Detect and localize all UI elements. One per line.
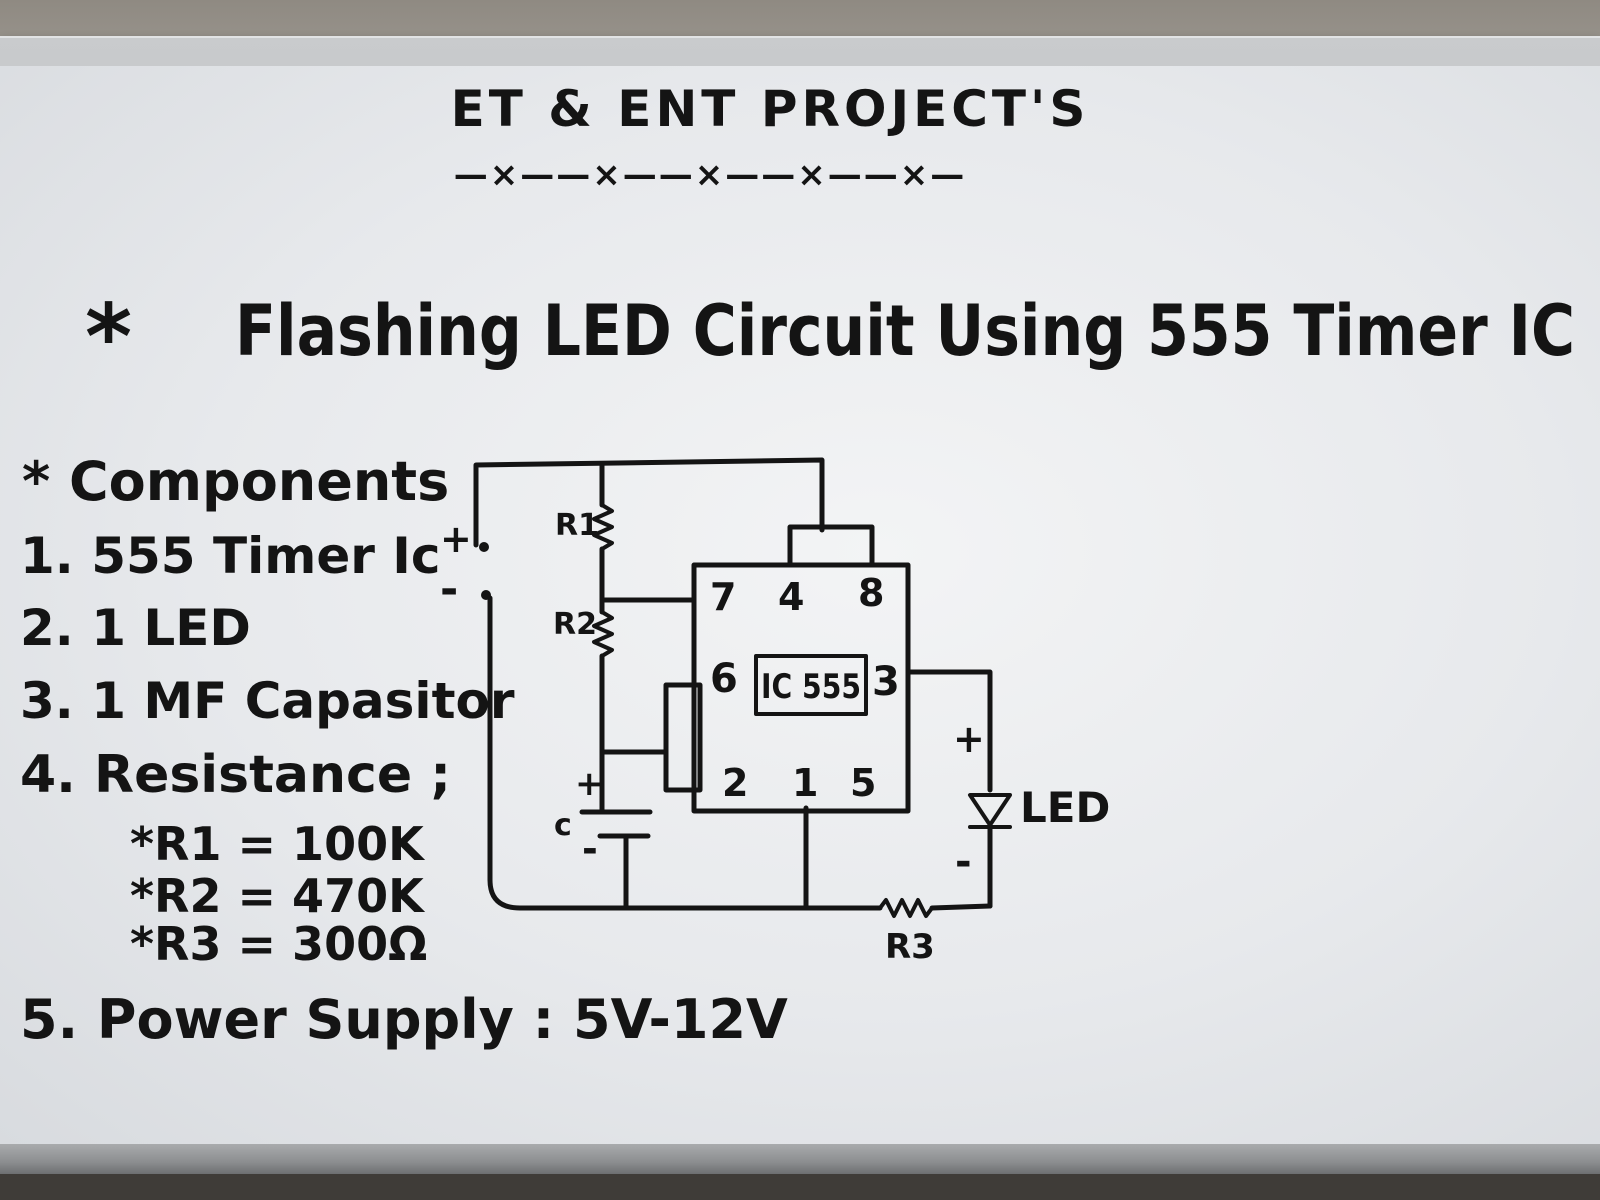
- r3-label: R3: [885, 927, 935, 967]
- wire-top-rail: [473, 457, 825, 548]
- resistor-value-r3: *R3 = 300Ω: [130, 917, 427, 971]
- pin-8-label: 8: [858, 571, 884, 615]
- resistor-value-r2: *R2 = 470K: [130, 869, 426, 923]
- supply-plus-label: +: [440, 517, 472, 561]
- circuit-diagram: + - R1 R2 R3 c + - + - LED IC 555 7 4 8 …: [440, 457, 1110, 967]
- led-plus-label: +: [953, 717, 985, 761]
- resistor-r1: [592, 503, 614, 551]
- wire-pin4-pin8: [787, 524, 875, 568]
- component-item-4: 4. Resistance ;: [20, 745, 451, 805]
- pin-7-label: 7: [710, 575, 736, 619]
- ic-555-body: [691, 562, 911, 814]
- main-title: Flashing LED Circuit Using 555 Timer IC: [235, 290, 1575, 372]
- supply-minus-label: -: [440, 564, 458, 615]
- component-item-3: 3. 1 MF Capasitor: [20, 672, 515, 730]
- power-supply-line: 5. Power Supply : 5V-12V: [20, 988, 788, 1051]
- capacitor-minus-label: -: [582, 827, 598, 871]
- resistor-r2: [592, 610, 614, 658]
- led-symbol: [968, 793, 1012, 827]
- capacitor-label: c: [554, 808, 572, 843]
- pin-2-label: 2: [722, 761, 748, 805]
- led-minus-label: -: [955, 839, 972, 885]
- main-title-bullet: *: [85, 285, 132, 390]
- ic-label: IC 555: [761, 667, 861, 707]
- pin-1-label: 1: [792, 761, 818, 805]
- marker-tray: [0, 1144, 1600, 1174]
- wire-pin3-led: [905, 669, 993, 793]
- capacitor-plus-label: +: [575, 764, 604, 804]
- pin-5-label: 5: [850, 761, 876, 805]
- pin-4-label: 4: [778, 575, 804, 619]
- terminal-positive: [479, 542, 489, 552]
- component-item-2: 2. 1 LED: [20, 599, 251, 657]
- whiteboard-surface: [0, 66, 1600, 1144]
- header-divider: —×——×——×——×——×—: [454, 155, 966, 195]
- ic-555-label-box: [754, 654, 868, 716]
- wire-pin6-pin2-loop: [663, 682, 703, 793]
- r1-label: R1: [555, 508, 599, 543]
- components-heading: * Components: [22, 450, 449, 513]
- wire-ground-rail: [487, 595, 813, 911]
- header-title: ET & ENT PROJECT'S: [451, 80, 1090, 138]
- floor-shadow: [0, 1174, 1600, 1200]
- component-item-1: 1. 555 Timer Ic: [20, 527, 441, 585]
- resistor-value-r1: *R1 = 100K: [130, 817, 426, 871]
- resistor-r3: [878, 898, 934, 918]
- wire-r3-right: [929, 903, 993, 911]
- pin-3-label: 3: [872, 659, 900, 705]
- r2-label: R2: [553, 607, 597, 642]
- pin-6-label: 6: [710, 656, 738, 702]
- led-label: LED: [1020, 783, 1110, 832]
- terminal-negative: [481, 590, 491, 600]
